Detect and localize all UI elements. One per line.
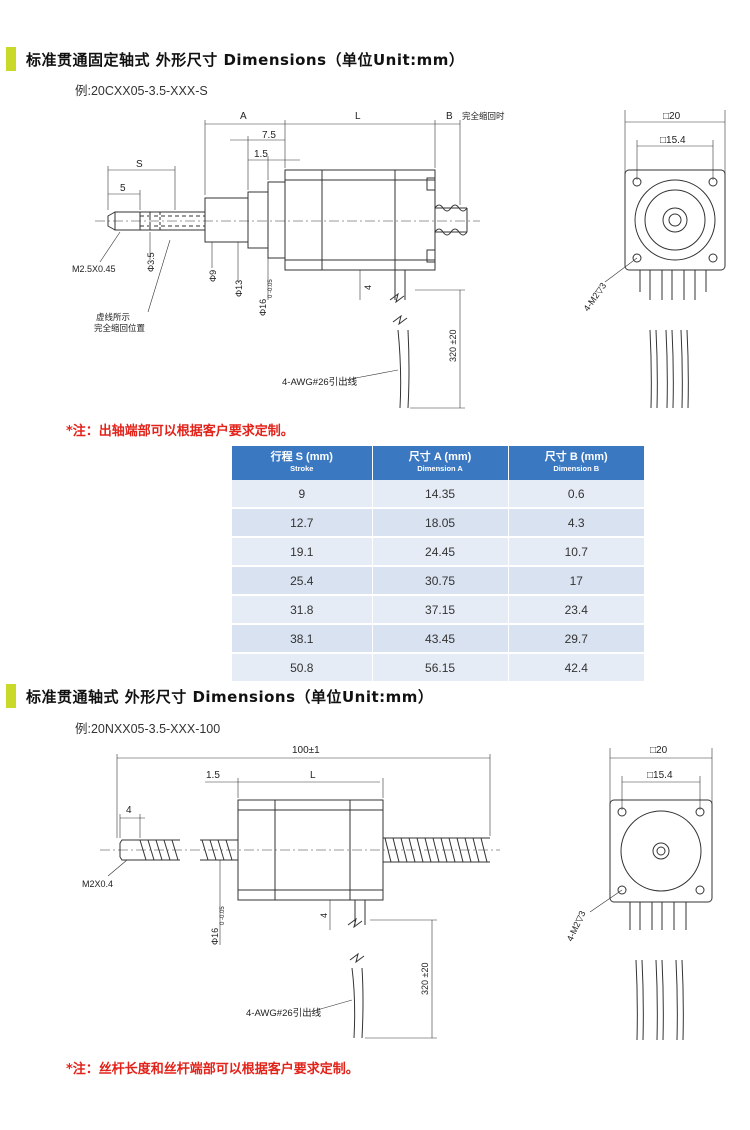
dim-a-label: A: [240, 111, 247, 122]
cell-stroke: 25.4: [232, 566, 373, 596]
col-dim-a-header: 尺寸 A (mm)Dimension A: [372, 446, 509, 480]
dashed-note-1: 虚线所示: [96, 312, 130, 322]
col-dim-b-header: 尺寸 B (mm)Dimension B: [508, 446, 644, 480]
section1-note: *注：出轴端部可以根据客户要求定制。: [66, 424, 294, 439]
dim-5-label: 5: [120, 183, 126, 194]
cell-dim-b: 0.6: [508, 480, 644, 509]
cell-stroke: 12.7: [232, 508, 373, 538]
cell-stroke: 38.1: [232, 624, 373, 654]
front-sq154-label: □15.4: [647, 770, 673, 781]
phi13-label: Φ13: [234, 280, 244, 297]
phi16-label: Φ16: [258, 299, 268, 316]
section1-example: 例:20CXX05-3.5-XXX-S: [75, 84, 208, 98]
section-accent-bar: [6, 47, 16, 71]
section1-front-drawing: □20 □15.4 4-M2▽3: [581, 110, 726, 409]
section2-front-drawing: □20 □15.4 4-M2▽3: [565, 745, 713, 1041]
section-accent-bar: [6, 684, 16, 708]
cell-dim-b: 42.4: [508, 653, 644, 683]
dim-75-label: 7.5: [262, 130, 276, 141]
section2-title: 标准贯通轴式 外形尺寸 Dimensions（单位Unit:mm）: [26, 687, 434, 706]
front-sq154-label: □15.4: [660, 135, 686, 146]
cell-dim-a: 56.15: [372, 653, 509, 683]
cell-dim-a: 37.15: [372, 595, 509, 625]
section2-side-drawing: 100±1 1.5 L 4 M2X0.4 Φ16 0 -0.05 4 320 ±…: [82, 745, 500, 1039]
cell-dim-a: 18.05: [372, 508, 509, 538]
phi16-tol: 0 -0.05: [220, 906, 226, 925]
cell-stroke: 19.1: [232, 537, 373, 567]
cell-dim-a: 30.75: [372, 566, 509, 596]
wire-label: 4-AWG#26引出线: [282, 376, 358, 388]
section1-side-drawing: A L B 完全缩回时 7.5 1.5 S 5 M2.5X0.45 Φ3.5 Φ…: [72, 111, 505, 409]
front-holes-label: 4-M2▽3: [581, 281, 608, 313]
lead-length-label: 320 ±20: [420, 963, 430, 995]
cell-stroke: 50.8: [232, 653, 373, 683]
front-sq20-label: □20: [650, 745, 668, 756]
dim-4-label: 4: [363, 285, 373, 290]
phi16-tol: 0 -0.05: [268, 279, 274, 298]
cell-dim-a: 14.35: [372, 480, 509, 509]
dim-4a-label: 4: [126, 805, 132, 816]
dim-s-label: S: [136, 159, 143, 170]
cell-dim-a: 43.45: [372, 624, 509, 654]
cell-stroke: 9: [232, 480, 373, 509]
wire-label: 4-AWG#26引出线: [246, 1007, 322, 1019]
dashed-note-2: 完全缩回位置: [94, 323, 146, 333]
dim-l-label: L: [310, 770, 316, 781]
stroke-dimension-table: 行程 S (mm)Stroke 尺寸 A (mm)Dimension A 尺寸 …: [232, 446, 644, 683]
table-header-row: 行程 S (mm)Stroke 尺寸 A (mm)Dimension A 尺寸 …: [232, 446, 644, 480]
section1-header: 标准贯通固定轴式 外形尺寸 Dimensions（单位Unit:mm）: [0, 46, 464, 72]
col-stroke-header: 行程 S (mm)Stroke: [232, 446, 373, 480]
thread-m2-label: M2X0.4: [82, 879, 113, 889]
cell-stroke: 31.8: [232, 595, 373, 625]
cell-dim-b: 23.4: [508, 595, 644, 625]
thread-m25-label: M2.5X0.45: [72, 264, 116, 274]
phi9-label: Φ9: [208, 270, 218, 282]
front-holes-label: 4-M2▽3: [565, 909, 588, 943]
phi35-label: Φ3.5: [146, 252, 156, 272]
dim-total-label: 100±1: [292, 745, 320, 756]
dim-l-label: L: [355, 111, 361, 122]
lead-length-label: 320 ±20: [448, 330, 458, 362]
cell-dim-a: 24.45: [372, 537, 509, 567]
section2-note: *注：丝杆长度和丝杆端部可以根据客户要求定制。: [66, 1062, 359, 1077]
cell-dim-b: 4.3: [508, 508, 644, 538]
cell-dim-b: 10.7: [508, 537, 644, 567]
front-sq20-label: □20: [663, 111, 681, 122]
dim-15-label: 1.5: [206, 770, 220, 781]
cell-dim-b: 17: [508, 566, 644, 596]
section2-example: 例:20NXX05-3.5-XXX-100: [75, 722, 221, 736]
dim-4b-label: 4: [319, 913, 329, 918]
phi16-label: Φ16: [210, 928, 220, 945]
section1-title: 标准贯通固定轴式 外形尺寸 Dimensions（单位Unit:mm）: [26, 50, 465, 69]
dim-b-note: 完全缩回时: [462, 111, 505, 121]
dim-b-label: B: [446, 111, 453, 122]
section2-header: 标准贯通轴式 外形尺寸 Dimensions（单位Unit:mm）: [0, 683, 433, 709]
dim-15-label: 1.5: [254, 149, 268, 160]
cell-dim-b: 29.7: [508, 624, 644, 654]
